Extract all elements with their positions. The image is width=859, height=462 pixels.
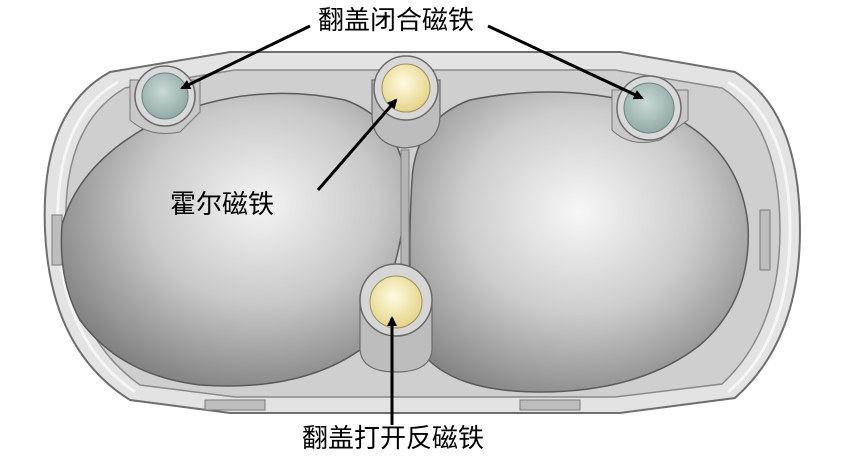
center-divider (400, 149, 410, 271)
label-cover-close-magnet: 翻盖闭合磁铁 (318, 6, 475, 36)
label-cover-open-magnet: 翻盖打开反磁铁 (302, 424, 485, 454)
label-hall-magnet: 霍尔磁铁 (170, 190, 275, 220)
hall-magnet-top (371, 55, 441, 149)
arrow-to-left-close-magnet (180, 24, 311, 90)
arrow-to-right-close-magnet (487, 24, 644, 100)
right-earbud-shell (409, 91, 750, 393)
arrow-to-hall-magnet (316, 98, 398, 191)
cover-open-magnet (359, 263, 433, 373)
cover-close-magnet-left (129, 65, 201, 134)
annotation-arrows (180, 24, 644, 425)
